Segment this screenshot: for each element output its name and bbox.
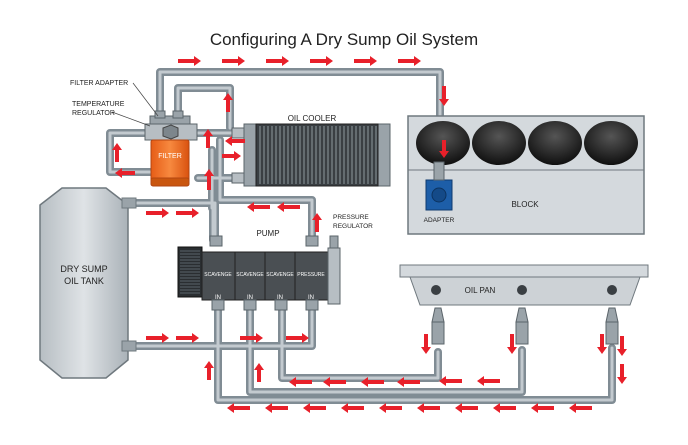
oil-pan-port-1 bbox=[431, 285, 441, 295]
section-label-scavenge-3: SCAVENGE bbox=[266, 272, 294, 278]
flow-arrow-row3-4 bbox=[341, 403, 364, 413]
flow-arrow-top-4 bbox=[310, 56, 333, 66]
temperature-regulator-label-line2: REGULATOR bbox=[72, 110, 115, 117]
flow-arrow-row3-1 bbox=[227, 403, 250, 413]
flow-arrow-up-pump-feed bbox=[204, 169, 214, 190]
pump-in-label-3: IN bbox=[277, 295, 283, 301]
oil-cooler: OIL COOLER bbox=[231, 114, 391, 187]
flow-arrows bbox=[112, 56, 627, 413]
flow-arrow-row1-4 bbox=[397, 377, 420, 387]
flow-arrow-down-pan-5 bbox=[617, 364, 627, 384]
flow-arrow-row1-2 bbox=[323, 377, 346, 387]
flow-arrow-down-pan-3 bbox=[597, 334, 607, 354]
section-label-scavenge-1: SCAVENGE bbox=[204, 272, 232, 278]
flow-arrow-row3-9 bbox=[531, 403, 554, 413]
flow-arrow-row2-2 bbox=[477, 376, 500, 386]
flow-arrow-row3-3 bbox=[303, 403, 326, 413]
pump-in-label-4: IN bbox=[308, 295, 314, 301]
pump-in-label-1: IN bbox=[215, 295, 221, 301]
flow-arrow-row1-3 bbox=[361, 377, 384, 387]
flow-arrow-top-2 bbox=[222, 56, 245, 66]
hose-scavenge-1 bbox=[214, 301, 616, 404]
flow-arrow-down-block-2 bbox=[439, 140, 449, 158]
oil-cooler-label: OIL COOLER bbox=[288, 114, 337, 123]
adapter-label: ADAPTER bbox=[424, 217, 455, 224]
flow-arrow-cooler-to-filter bbox=[225, 136, 245, 146]
flow-arrow-left-filter bbox=[115, 168, 135, 178]
flow-arrow-up-filter-feed bbox=[203, 129, 213, 148]
filter-assembly: FILTER FILTER ADAPTER TEMPERATURE REGULA… bbox=[70, 80, 198, 187]
oil-pump: PUMP SCAVENGE SCAVENGE SCAVENGE PRESSURE… bbox=[177, 214, 373, 311]
flow-arrow-tank-feed-2 bbox=[176, 333, 199, 343]
flow-arrow-up-pressure bbox=[312, 213, 322, 232]
pressure-regulator-label-line2: REGULATOR bbox=[333, 223, 373, 230]
flow-arrow-cooler-out bbox=[222, 151, 241, 161]
temperature-regulator-label-line1: TEMPERATURE bbox=[72, 101, 125, 108]
flow-arrow-tank-return-1 bbox=[146, 208, 169, 218]
oil-pan-label: OIL PAN bbox=[465, 286, 496, 295]
oil-tank-label-line2: OIL TANK bbox=[64, 276, 104, 286]
flow-arrow-row3-8 bbox=[493, 403, 516, 413]
flow-arrow-tank-return-2 bbox=[176, 208, 199, 218]
block-label: BLOCK bbox=[511, 200, 539, 209]
flow-arrow-row2-1 bbox=[439, 376, 462, 386]
engine-block: BLOCK ADAPTER bbox=[407, 115, 645, 235]
section-label-pressure: PRESSURE bbox=[297, 272, 325, 278]
page-title: Configuring A Dry Sump Oil System bbox=[209, 30, 479, 49]
flow-arrow-row3-10 bbox=[569, 403, 592, 413]
pump-in-label-2: IN bbox=[247, 295, 253, 301]
oil-pan: OIL PAN bbox=[399, 264, 649, 345]
flow-arrow-top-3 bbox=[266, 56, 289, 66]
pump-out-label-1: OUT bbox=[212, 244, 225, 250]
pump-label: PUMP bbox=[256, 229, 279, 238]
flow-arrow-return-1 bbox=[247, 202, 270, 212]
flow-arrow-row1-1 bbox=[289, 377, 312, 387]
flow-arrow-top-5 bbox=[354, 56, 377, 66]
cylinder-2 bbox=[472, 121, 526, 165]
flow-arrow-row3-6 bbox=[417, 403, 440, 413]
hose-network bbox=[106, 68, 616, 404]
flow-arrow-top-1 bbox=[178, 56, 201, 66]
flow-arrow-top-6 bbox=[398, 56, 421, 66]
dry-sump-oil-tank: DRY SUMP OIL TANK bbox=[39, 187, 137, 379]
flow-arrow-up-scavenge-1 bbox=[204, 361, 214, 380]
filter-label: FILTER bbox=[158, 153, 182, 160]
pressure-regulator-label-line1: PRESSURE bbox=[333, 214, 369, 221]
flow-arrow-up-filter-left bbox=[112, 143, 122, 162]
flow-arrow-row3-5 bbox=[379, 403, 402, 413]
oil-pan-port-2 bbox=[517, 285, 527, 295]
flow-arrow-return-2 bbox=[277, 202, 300, 212]
flow-arrow-down-block-1 bbox=[439, 86, 449, 106]
flow-arrow-tank-feed-4 bbox=[286, 333, 309, 343]
oil-tank-label-line1: DRY SUMP bbox=[60, 264, 107, 274]
cylinder-3 bbox=[528, 121, 582, 165]
hose-scavenge-3 bbox=[278, 301, 442, 382]
flow-arrow-row3-2 bbox=[265, 403, 288, 413]
section-label-scavenge-2: SCAVENGE bbox=[236, 272, 264, 278]
flow-arrow-tank-feed-3 bbox=[240, 333, 263, 343]
flow-arrow-row3-7 bbox=[455, 403, 478, 413]
flow-arrow-up-scavenge-2 bbox=[254, 363, 264, 382]
flow-arrow-down-pan-2 bbox=[507, 334, 517, 354]
flow-arrow-down-pan-1 bbox=[421, 334, 431, 354]
hose-tank-return bbox=[118, 199, 219, 244]
pump-out-label-2: OUT bbox=[305, 244, 318, 250]
oil-pan-port-3 bbox=[607, 285, 617, 295]
flow-arrow-down-pan-4 bbox=[617, 336, 627, 356]
oil-filter bbox=[150, 139, 190, 185]
flow-arrow-up-adapter bbox=[223, 93, 233, 112]
cylinder-4 bbox=[584, 121, 638, 165]
flow-arrow-tank-feed-1 bbox=[146, 333, 169, 343]
filter-adapter-label: FILTER ADAPTER bbox=[70, 80, 128, 87]
